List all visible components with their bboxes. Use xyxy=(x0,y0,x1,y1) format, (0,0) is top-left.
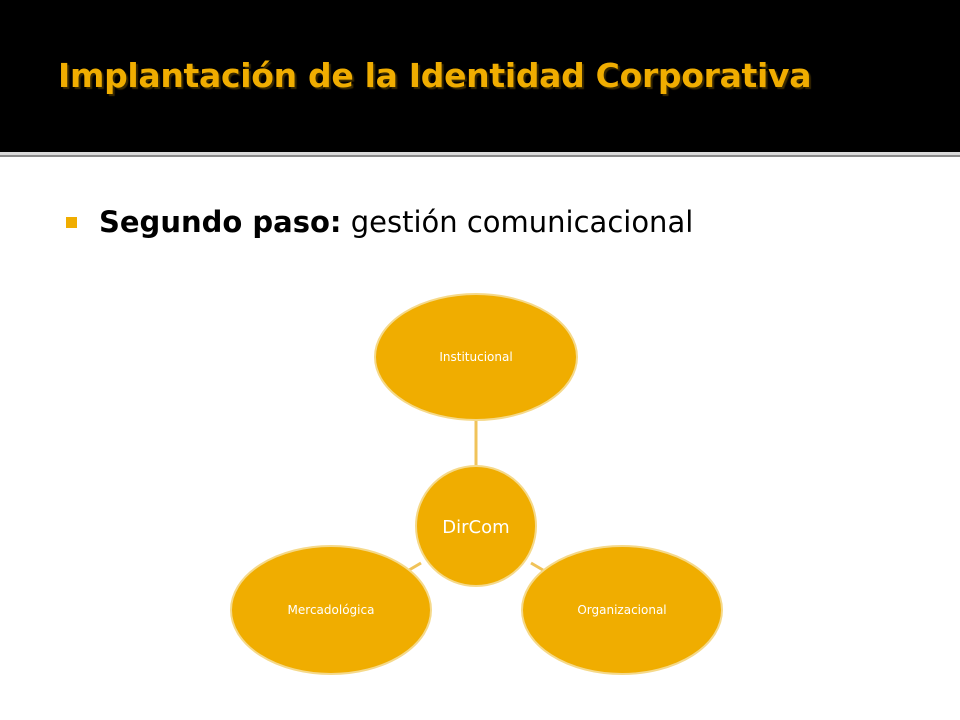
slide-content: Segundo paso: gestión comunicacional xyxy=(0,157,960,720)
node-organizacional xyxy=(521,545,723,675)
node-dircom-label: DirCom xyxy=(442,517,509,538)
square-bullet-icon xyxy=(66,216,77,228)
node-institucional-label: Institucional xyxy=(439,350,512,364)
slide-title: Implantación de la Identidad Corporativa xyxy=(58,56,812,95)
title-bar: Implantación de la Identidad Corporativa xyxy=(0,0,960,152)
bullet-body: gestión comunicacional xyxy=(341,205,694,239)
bullet-bold-label: Segundo paso: xyxy=(99,205,342,239)
node-organizacional-label: Organizacional xyxy=(577,603,666,617)
node-mercadologica-label: Mercadológica xyxy=(288,603,375,617)
node-dircom xyxy=(415,465,537,587)
node-mercadologica xyxy=(230,545,432,675)
title-divider xyxy=(0,152,960,155)
node-institucional xyxy=(374,293,578,421)
bullet-text: Segundo paso: gestión comunicacional xyxy=(99,205,693,239)
bullet-item: Segundo paso: gestión comunicacional xyxy=(66,205,693,239)
title-divider-shadow xyxy=(0,155,960,157)
